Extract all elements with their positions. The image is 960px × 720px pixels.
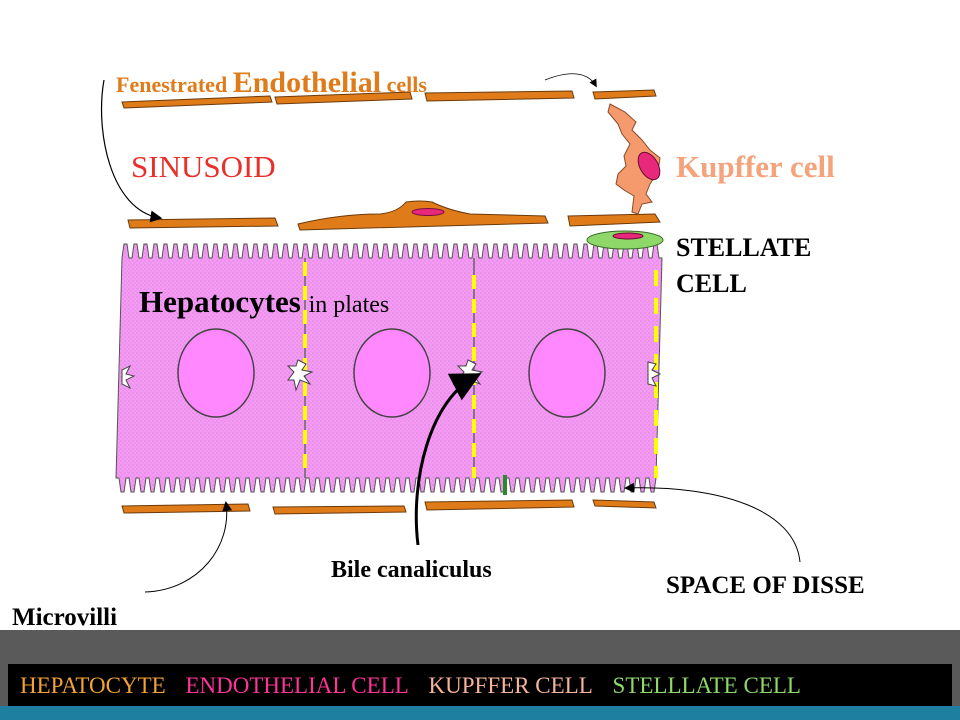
hepatocyte-nucleus-3	[528, 328, 606, 418]
arrow-space-of-disse	[624, 482, 801, 563]
hepatocytes-text: Hepatocytes	[139, 284, 301, 319]
kupffer-cell-label: Kupffer cell	[676, 149, 835, 184]
endothelium-bottom-3	[424, 499, 575, 511]
stellate-line2: CELL	[676, 269, 747, 298]
hepatocyte-nucleus-2	[353, 328, 431, 418]
stellate-cell-label: STELLATE CELL	[676, 230, 811, 302]
legend-endothelial-cell: ENDOTHELIAL CELL	[185, 673, 409, 698]
stellate-line1: STELLATE	[676, 233, 812, 262]
arrow-microvilli	[144, 501, 233, 593]
cells-text: cells	[386, 72, 427, 97]
endothelium-top-3	[424, 90, 575, 102]
in-plates-text: in plates	[308, 292, 390, 318]
legend-stellate-cell: STELLLATE CELL	[612, 673, 801, 698]
legend-bar	[8, 664, 952, 706]
color-legend: HEPATOCYTE ENDOTHELIAL CELL KUPFFER CELL…	[20, 674, 815, 697]
endothelium-mid-1	[127, 217, 279, 229]
endothelium-top-4	[592, 89, 657, 100]
fenestrated-endothelial-cells-label: Fenestrated Endothelial cells	[116, 68, 427, 98]
space-of-disse-label: SPACE OF DISSE	[666, 572, 865, 599]
footer-stripe	[0, 706, 960, 720]
endothelial-text: Endothelial	[232, 66, 382, 99]
endothelium-top-1	[121, 95, 273, 109]
endothelium-mid-3	[567, 213, 661, 227]
stellate-nucleus	[612, 232, 644, 240]
endothelium-bottom-4	[592, 499, 657, 509]
microvilli-label: Microvilli	[12, 604, 118, 631]
arrow-endothelial-to-kupffer	[544, 73, 597, 88]
fenestrated-text: Fenestrated	[116, 72, 228, 97]
hepatocytes-label: Hepatocytes in plates	[139, 286, 389, 317]
arrow-bile-canaliculus	[414, 373, 482, 546]
endothelial-nucleus	[411, 208, 445, 216]
sinusoid-label: SINUSOID	[131, 149, 276, 184]
kupffer-nucleus	[637, 151, 661, 181]
endothelium-bottom-2	[272, 505, 407, 515]
endothelium-bottom-1	[121, 503, 251, 514]
legend-hepatocyte: HEPATOCYTE	[20, 673, 166, 698]
stellate-cell	[586, 230, 664, 250]
bile-canaliculus-left	[121, 364, 136, 390]
hepatocyte-nucleus-1	[177, 328, 255, 418]
bile-canaliculus-1	[286, 359, 314, 392]
bile-canaliculus-right	[647, 361, 662, 387]
kupffer-cell	[607, 103, 661, 215]
green-marker	[503, 475, 507, 495]
arrow-endothelial-to-sinusoid	[101, 79, 163, 223]
bile-canaliculus-label: Bile canaliculus	[331, 557, 492, 583]
endothelium-top-2	[274, 91, 413, 105]
legend-kupffer-cell: KUPFFER CELL	[428, 673, 593, 698]
